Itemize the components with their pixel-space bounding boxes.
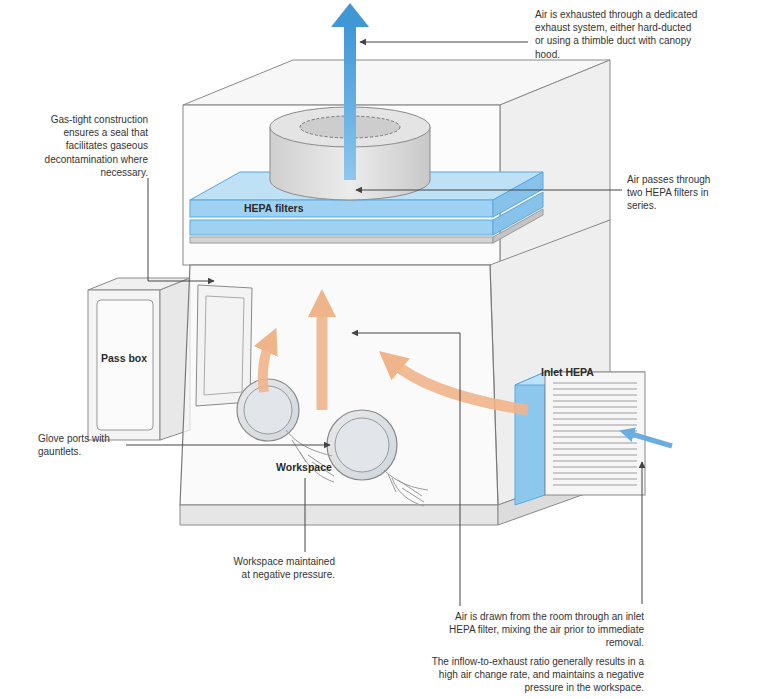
annotation-text: Air is exhausted through a dedicated exh… <box>535 8 700 61</box>
gauntlet <box>384 470 428 506</box>
glove-port <box>327 410 397 480</box>
inflow-arrow <box>628 433 672 446</box>
leader-line <box>126 445 330 446</box>
part-label: Workspace <box>276 461 356 475</box>
annotation-text: Workspace maintained at negative pressur… <box>225 555 335 581</box>
filter-plate <box>493 209 543 243</box>
exhaust-arrow-head <box>331 3 369 27</box>
exhaust-arrow <box>344 24 356 180</box>
leader-line <box>642 462 643 604</box>
hepa-filter-front <box>190 200 493 217</box>
inlet-hepa-side <box>515 372 545 505</box>
annotation-text: Air passes through two HEPA filters in s… <box>627 173 727 213</box>
grille-slats <box>553 383 637 485</box>
part-label: Pass box <box>101 352 161 366</box>
glove-port-ring <box>244 386 292 434</box>
annotation-text: Air is drawn from the room through an in… <box>432 610 644 650</box>
pass-box <box>88 290 160 440</box>
pass-box-window <box>97 300 153 430</box>
leader-line <box>305 478 306 552</box>
gauntlet <box>286 430 334 482</box>
leader-line <box>352 333 460 606</box>
leader-line <box>148 178 214 281</box>
cabinet-front <box>180 265 498 505</box>
part-label: Inlet HEPA <box>541 366 621 380</box>
cabinet-base <box>180 505 498 525</box>
leader-line <box>360 42 528 43</box>
airflow-arrow <box>317 306 328 410</box>
airflow-arrow <box>263 342 270 392</box>
transfer-door-frame <box>204 296 244 395</box>
filter-plate <box>190 237 493 243</box>
annotation-text: The inflow-to-exhaust ratio generally re… <box>416 655 644 695</box>
leader-line <box>356 190 622 191</box>
hepa-filter-front <box>190 220 493 235</box>
part-label: HEPA filters <box>244 202 364 216</box>
transfer-door <box>196 285 252 406</box>
glove-port-ring <box>335 418 389 472</box>
annotation-text: Gas-tight construction ensures a seal th… <box>36 113 148 179</box>
annotation-text: Glove ports with gauntlets. <box>38 432 124 458</box>
